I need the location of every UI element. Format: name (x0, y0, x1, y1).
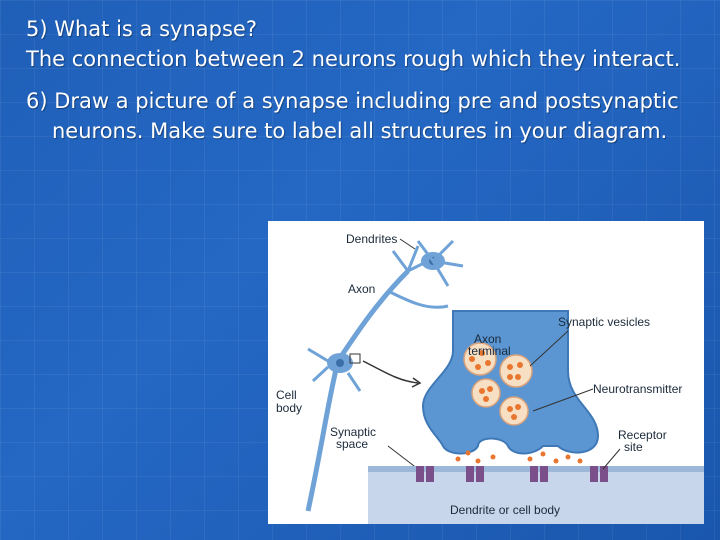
question-6-line: 6) Draw a picture of a synapse including… (26, 86, 716, 146)
answer-5-line: The connection between 2 neurons rough w… (26, 44, 716, 74)
question-5-line: 5) What is a synapse? (26, 14, 716, 44)
label-cell-body-1: Cell (276, 388, 297, 402)
label-synaptic-space-2: space (336, 437, 368, 451)
label-neurotransmitter: Neurotransmitter (593, 382, 682, 396)
label-axon: Axon (348, 282, 375, 296)
label-dendrite-or-cell-body: Dendrite or cell body (450, 503, 560, 517)
slide-text: 5) What is a synapse? The connection bet… (26, 14, 716, 146)
label-axon-terminal-2: terminal (468, 344, 511, 358)
label-dendrites: Dendrites (346, 232, 397, 246)
label-receptor-site-2: site (624, 440, 643, 454)
label-synaptic-vesicles: Synaptic vesicles (558, 315, 650, 329)
label-cell-body-2: body (276, 401, 302, 415)
synapse-diagram: Dendrites Axon Cell body Synaptic space (268, 221, 704, 524)
